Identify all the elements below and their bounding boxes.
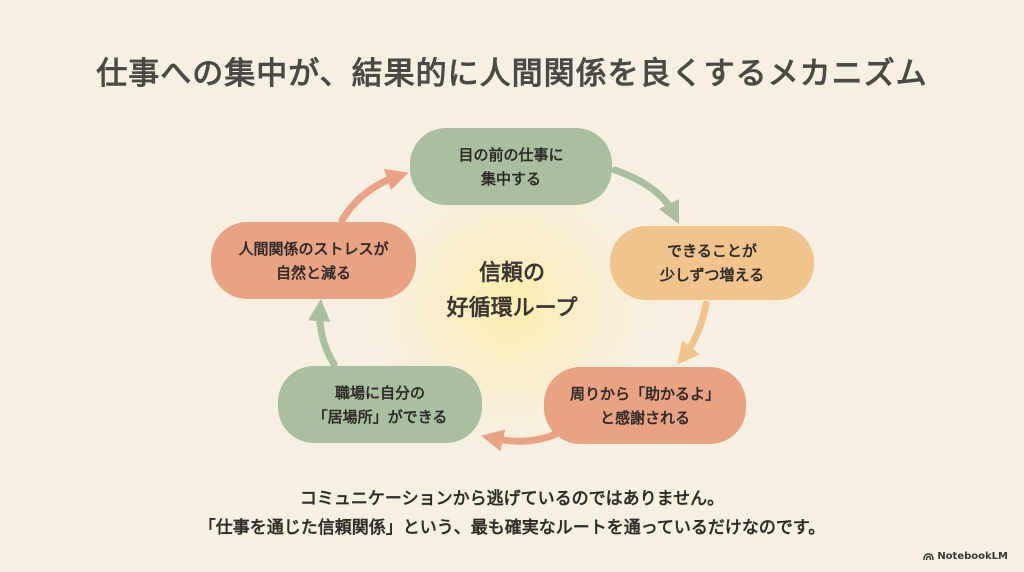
cycle-step-skills-grow: できることが 少しずつ増える [610,226,814,300]
notebooklm-logo-icon [923,552,935,560]
arrow-4-to-5 [308,298,338,368]
arrow-3-to-4 [481,429,560,452]
cycle-step-line1: 周りから「助かるよ」 [569,384,720,403]
cycle-step-find-place: 職場に自分の 「居場所」ができる [278,366,482,443]
footer-message: コミュニケーションから逃げているのではありません。 「仕事を通じた信頼関係」とい… [0,485,1024,543]
cycle-step-line2: 少しずつ増える [659,266,765,284]
center-label: 信頼の 好循環ループ [412,256,612,326]
cycle-step-line1: できることが [667,242,757,260]
cycle-step-line2: 集中する [480,169,541,188]
arrow-1-to-2 [611,166,680,225]
cycle-step-focus-on-work: 目の前の仕事に 集中する [410,128,612,205]
center-label-line1: 信頼の [478,261,545,286]
cycle-step-line2: 自然と減る [275,263,351,282]
footer-line1: コミュニケーションから逃げているのではありません。 [299,489,725,509]
arrow-2-to-3 [677,300,710,365]
cycle-step-line1: 目の前の仕事に [458,145,564,164]
brand-watermark: NotebookLM [923,551,1008,562]
cycle-step-line1: 職場に自分の [334,383,425,402]
brand-name: NotebookLM [937,551,1008,562]
cycle-step-receive-thanks: 周りから「助かるよ」 と感謝される [544,367,746,444]
cycle-step-line2: と感謝される [599,408,690,427]
cycle-step-less-stress: 人間関係のストレスが 自然と減る [211,222,416,299]
footer-line2: 「仕事を通じた信頼関係」という、最も確実なルートを通っているだけなのです。 [198,518,826,538]
arrow-5-to-1 [338,168,409,224]
cycle-step-line1: 人間関係のストレスが [238,239,389,258]
cycle-step-line2: 「居場所」ができる [312,407,448,426]
page-title: 仕事への集中が、結果的に人間関係を良くするメカニズム [96,56,928,92]
center-label-line2: 好循環ループ [446,296,578,321]
